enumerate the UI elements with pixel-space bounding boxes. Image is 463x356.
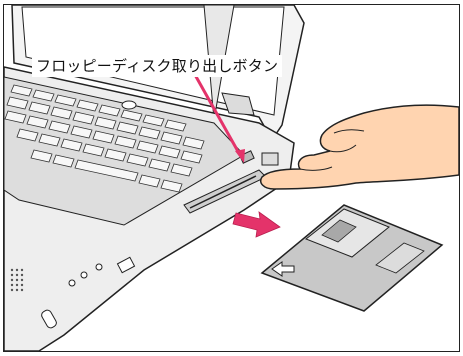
eject-button-callout-label: フロッピーディスク取り出しボタン [32,55,282,77]
power-button [122,101,136,109]
illustration-frame: フロッピーディスク取り出しボタン [3,4,460,352]
eject-arrow-icon [233,212,280,237]
floppy-disk [262,205,442,311]
